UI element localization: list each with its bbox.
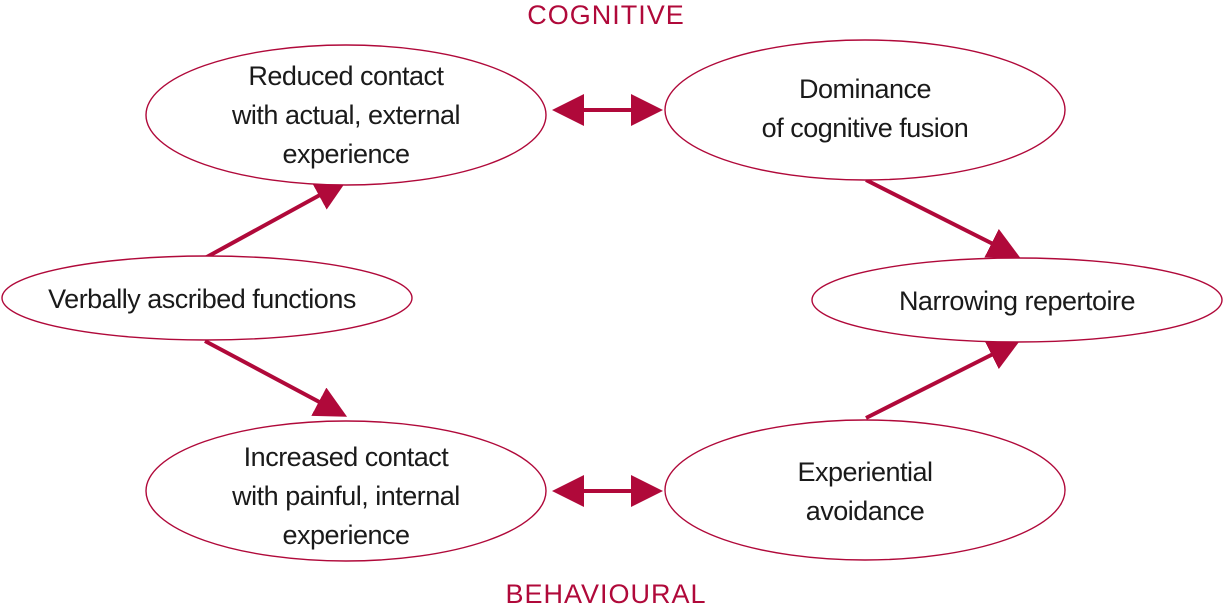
node-text-line: with actual, external [231,100,460,130]
node-verbally-ascribed: Verbally ascribed functions [1,255,413,341]
node-text-line: with painful, internal [231,481,460,511]
node-text-line: Narrowing repertoire [899,286,1135,316]
node-experiential-avoidance: Experiential avoidance [664,419,1066,561]
node-text-line: Experiential [797,457,932,487]
arrow-verbal-to-increased [204,339,348,417]
node-increased-contact: Increased contact with painful, internal… [145,420,547,562]
node-dominance-fusion: Dominance of cognitive fusion [664,39,1066,181]
node-text-line: avoidance [806,496,925,526]
node-text-line: Increased contact [244,442,450,472]
arrow-verbal-to-reduced [204,180,348,260]
cognitive-label: COGNITIVE [527,0,685,30]
node-text-line: of cognitive fusion [762,113,969,143]
behavioural-label: BEHAVIOURAL [505,579,706,605]
node-text-line: Dominance [799,74,931,104]
node-text-line: experience [282,139,409,169]
node-text-line: Reduced contact [248,61,444,91]
arrow-dominance-to-narrowing [865,178,1021,258]
node-narrowing-repertoire: Narrowing repertoire [811,257,1223,343]
node-reduced-contact: Reduced contact with actual, external ex… [145,44,547,186]
node-text-line: experience [282,520,409,550]
arrow-avoidance-to-narrowing [865,340,1021,420]
node-text-line: Verbally ascribed functions [48,284,356,314]
